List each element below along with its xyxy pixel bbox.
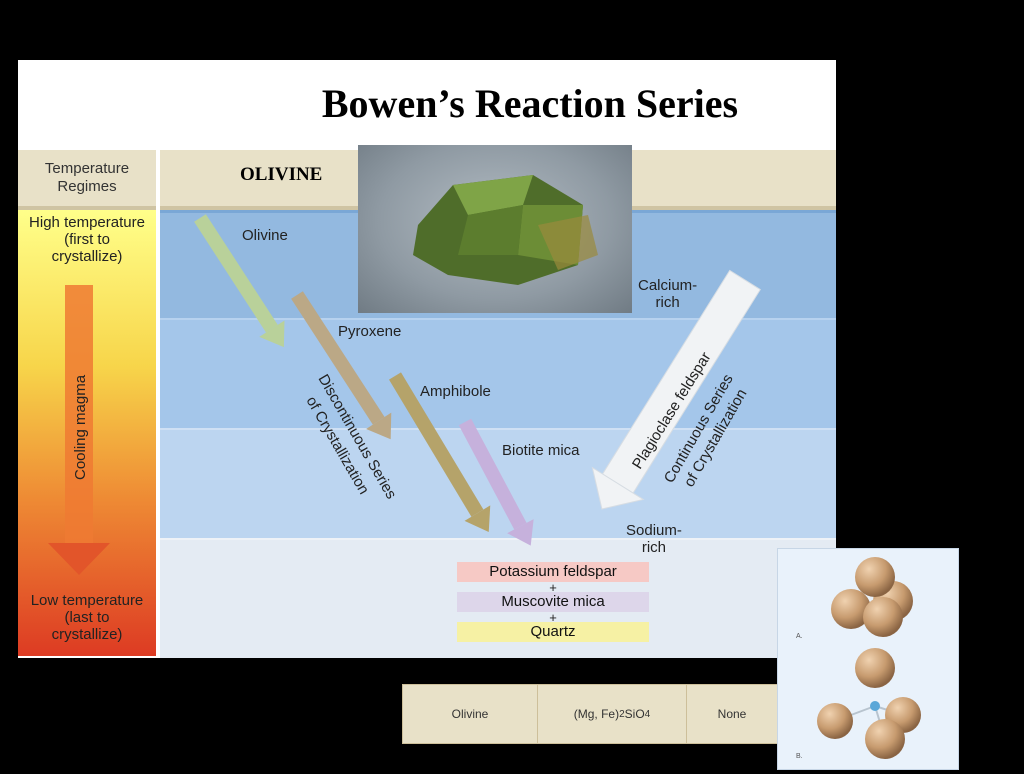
temperature-regimes-header: Temperature Regimes: [18, 150, 156, 210]
plagioclase-arrow: [591, 269, 761, 510]
biotite-mineral-label: Biotite mica: [502, 442, 580, 459]
inset-label-b: B.: [796, 753, 803, 760]
inset-label-a: A.: [796, 633, 803, 640]
tetrahedron-inset: A. B.: [777, 548, 959, 770]
potassium-feldspar-box: Potassium feldspar: [457, 562, 649, 582]
high-temperature-label: High temperature (first to crystallize): [29, 214, 145, 265]
cooling-magma-arrow: [48, 285, 110, 575]
table-cell-name: Olivine: [403, 685, 538, 743]
amphibole-arrow: [388, 372, 491, 533]
olivine-arrow: [194, 214, 285, 348]
olivine-heading: OLIVINE: [240, 164, 323, 185]
silicon-oxygen-tetrahedron-icon: [817, 557, 921, 759]
muscovite-mica-box: Muscovite mica: [457, 592, 649, 612]
pyroxene-mineral-label: Pyroxene: [338, 323, 402, 340]
sodium-rich-label: Sodium- rich: [626, 522, 682, 556]
olivine-mineral-label: Olivine: [242, 227, 288, 244]
plus-sign-1: +: [549, 580, 557, 595]
pyroxene-arrow: [291, 291, 392, 440]
plus-sign-2: +: [549, 610, 557, 625]
olivine-crystal-icon: [413, 175, 598, 285]
cooling-magma-label: Cooling magma: [72, 374, 89, 480]
olivine-crystal-photo: [358, 145, 632, 313]
temperature-regimes-label: Temperature Regimes: [44, 160, 130, 195]
calcium-rich-label: Calcium- rich: [638, 277, 698, 311]
quartz-box: Quartz: [457, 622, 649, 642]
table-cell-cleavage: None: [717, 707, 747, 721]
low-temperature-label: Low temperature (last to crystallize): [30, 592, 144, 643]
biotite-arrow: [458, 418, 534, 546]
amphibole-mineral-label: Amphibole: [420, 383, 491, 400]
page-title: Bowen’s Reaction Series: [321, 81, 739, 126]
